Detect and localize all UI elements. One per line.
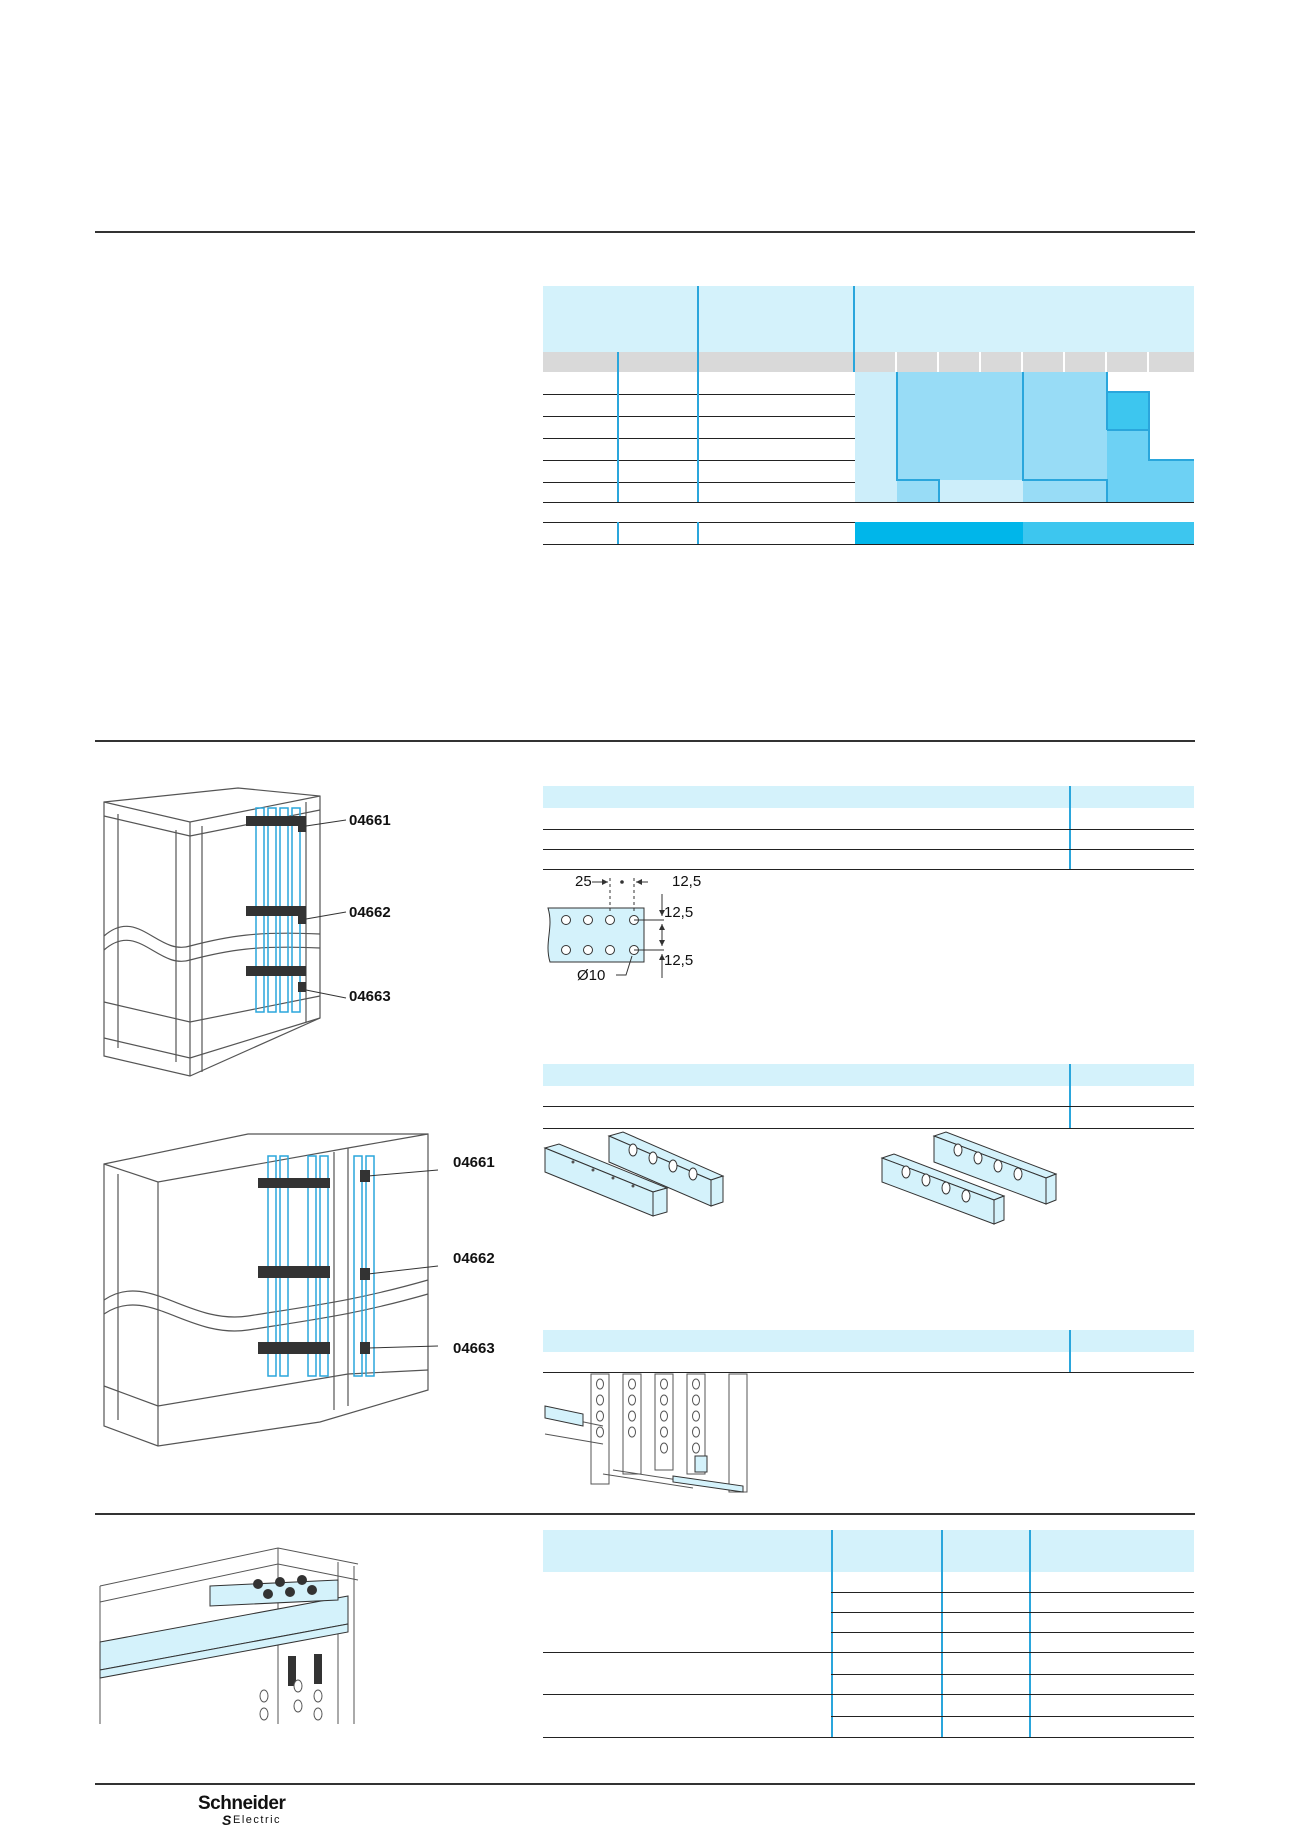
table3-col-divider bbox=[1069, 1064, 1071, 1128]
logo-brand-sub: Electric bbox=[233, 1814, 282, 1826]
table3-row-line bbox=[543, 1106, 1194, 1107]
table1-subheader-divider bbox=[853, 352, 855, 372]
table4-col-divider bbox=[1069, 1330, 1071, 1372]
dim-12-5-vertical-a: 12,5 bbox=[664, 904, 694, 921]
table1-row-line bbox=[543, 460, 855, 461]
table1-subheader-divider bbox=[697, 352, 699, 372]
callout-04662-top: 04662 bbox=[349, 904, 391, 921]
table1-bottom-fill-b bbox=[1023, 522, 1194, 544]
bottom-support-detail-drawing bbox=[544, 1373, 748, 1493]
middle-rule bbox=[95, 740, 1195, 742]
table5-row-line bbox=[831, 1674, 1194, 1675]
cabinet-drawing-single bbox=[103, 787, 347, 1077]
table1-row-line bbox=[543, 438, 855, 439]
lower-rule bbox=[95, 1513, 1195, 1515]
table1-header bbox=[543, 286, 1194, 352]
table5-col-divider bbox=[1029, 1530, 1031, 1738]
schneider-logo: Schneider S Electric bbox=[198, 1793, 298, 1828]
busbar-support-drawing-left bbox=[543, 1131, 725, 1217]
callout-04663-bottom: 04663 bbox=[453, 1340, 495, 1357]
table1-bottom-fill-a bbox=[855, 522, 1023, 544]
table3-header bbox=[543, 1064, 1194, 1086]
table4-header bbox=[543, 1330, 1194, 1352]
table2-row-line bbox=[543, 849, 1194, 850]
logo-brand-name: Schneider bbox=[198, 1793, 286, 1814]
hole-dimension-drawing bbox=[547, 878, 665, 978]
top-rule bbox=[95, 231, 1195, 233]
table1-col-divider bbox=[697, 522, 699, 544]
dim-12-5-horizontal: 12,5 bbox=[672, 873, 702, 890]
table5-row-line bbox=[831, 1592, 1194, 1593]
table3-row-line bbox=[543, 1128, 1194, 1129]
busbar-connection-drawing bbox=[99, 1547, 359, 1724]
table5-row-line bbox=[543, 1652, 1194, 1653]
footer-rule bbox=[95, 1783, 1195, 1785]
table1-row-line bbox=[543, 502, 1194, 503]
table1-row-line bbox=[543, 482, 855, 483]
table1-row-line bbox=[543, 416, 855, 417]
table5-header bbox=[543, 1530, 1194, 1572]
callout-04661-top: 04661 bbox=[349, 812, 391, 829]
table2-row-line bbox=[543, 869, 1194, 870]
table1-col-divider bbox=[697, 372, 699, 502]
table5-row-line bbox=[831, 1632, 1194, 1633]
callout-04662-bottom: 04662 bbox=[453, 1250, 495, 1267]
dim-diameter-10: Ø10 bbox=[577, 967, 606, 984]
table1-row-line bbox=[543, 394, 855, 395]
table5-row-line bbox=[831, 1716, 1194, 1717]
table1-col-divider bbox=[617, 522, 619, 544]
callout-04663-top: 04663 bbox=[349, 988, 391, 1005]
table5-row-line bbox=[543, 1694, 1194, 1695]
table4-row-line bbox=[543, 1372, 1194, 1373]
busbar-support-drawing-right bbox=[880, 1131, 1058, 1225]
compatibility-matrix bbox=[855, 372, 1195, 502]
table1-header-divider bbox=[853, 286, 855, 352]
table1-subheader bbox=[543, 352, 1194, 372]
dim-12-5-vertical-b: 12,5 bbox=[664, 952, 694, 969]
logo-mark-icon: S bbox=[222, 1812, 232, 1828]
cabinet-drawing-double bbox=[103, 1133, 439, 1447]
table1-row-line bbox=[543, 544, 1194, 545]
table5-col-divider bbox=[941, 1530, 943, 1738]
table5-row-line bbox=[831, 1612, 1194, 1613]
table5-row-line bbox=[543, 1737, 1194, 1738]
table1-row-line bbox=[543, 522, 855, 523]
table2-col-divider bbox=[1069, 786, 1071, 870]
table2-header bbox=[543, 786, 1194, 808]
callout-04661-bottom: 04661 bbox=[453, 1154, 495, 1171]
table1-col-divider bbox=[617, 372, 619, 502]
table1-subheader-divider bbox=[617, 352, 619, 372]
table2-row-line bbox=[543, 829, 1194, 830]
dim-25: 25 bbox=[575, 873, 592, 890]
table1-header-divider bbox=[697, 286, 699, 352]
table5-col-divider bbox=[831, 1530, 833, 1738]
table1-subheader-cells bbox=[855, 352, 1194, 372]
